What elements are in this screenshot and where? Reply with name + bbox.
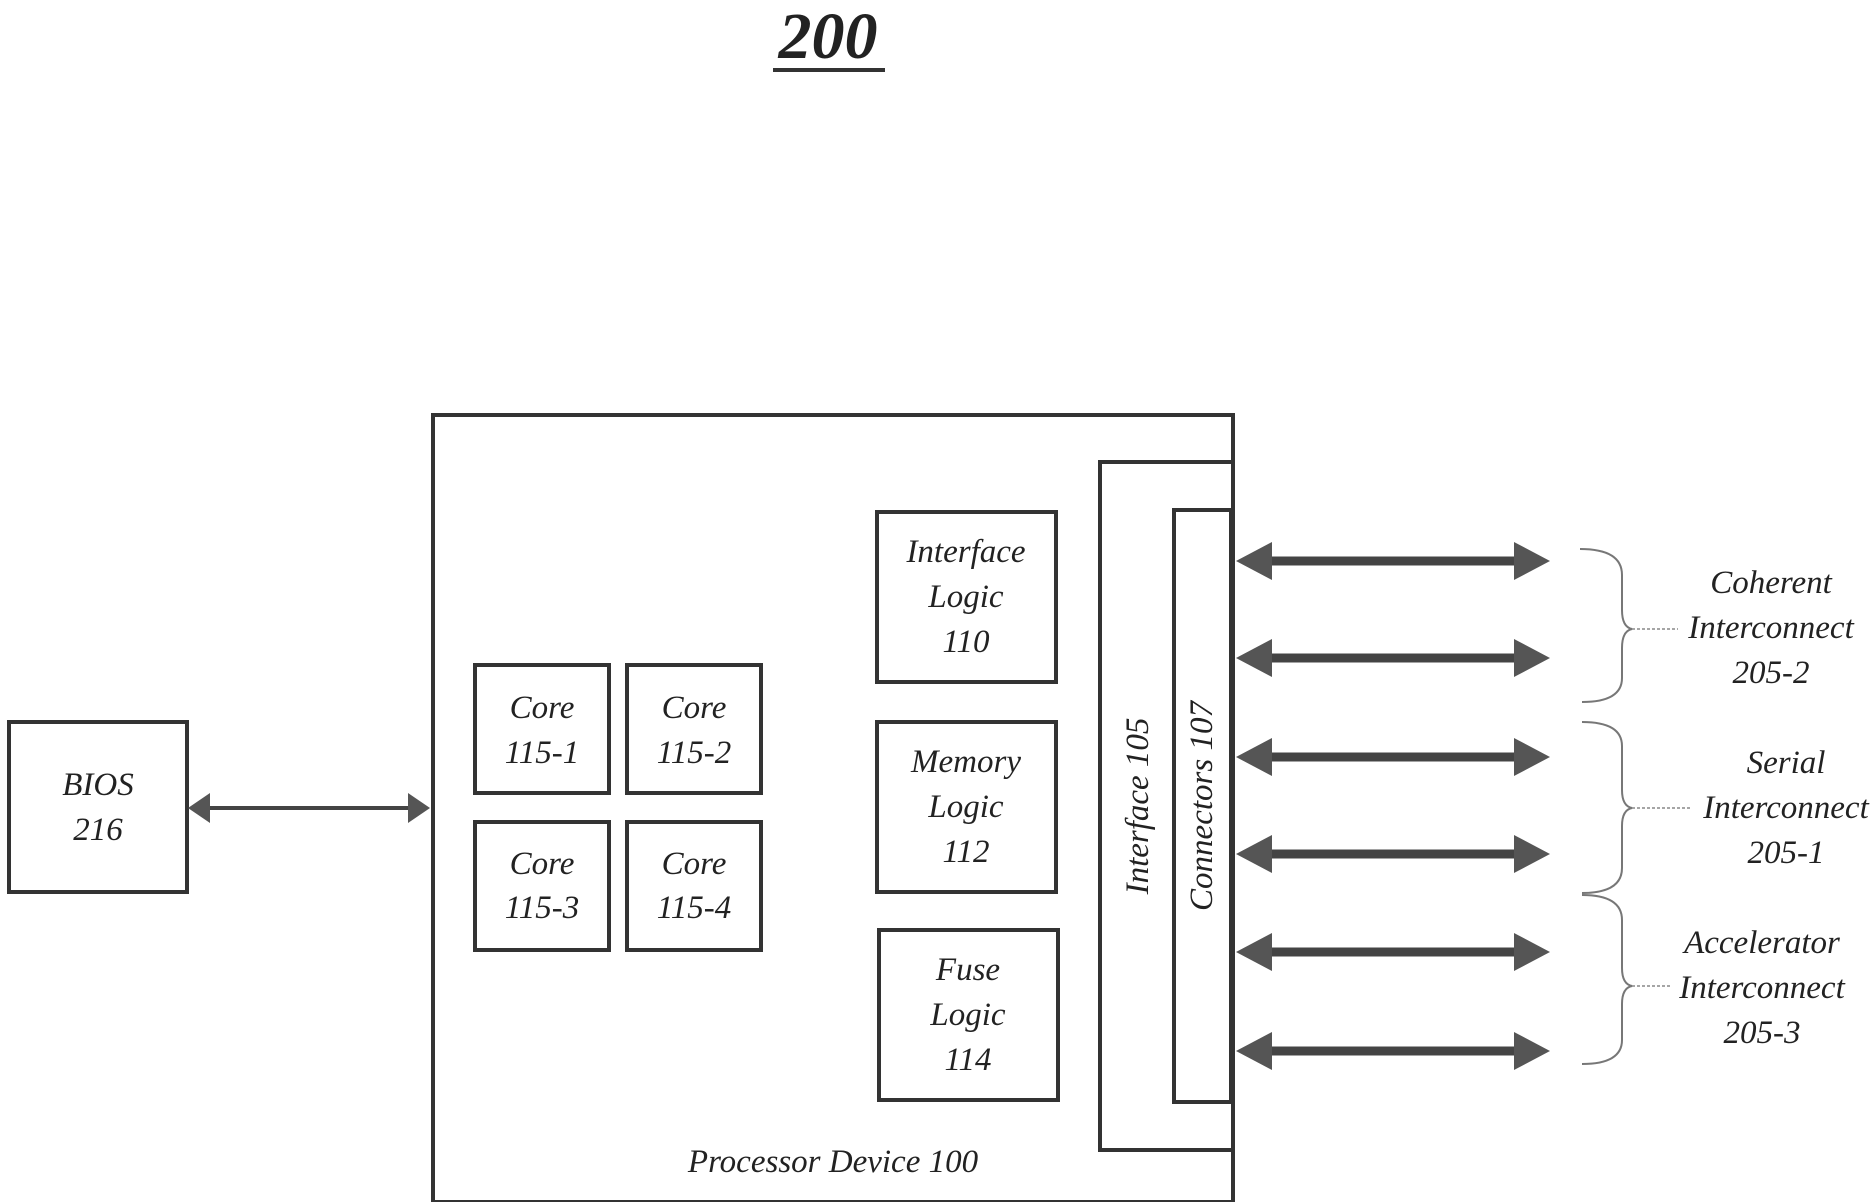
bios-label: BIOS <box>62 767 133 803</box>
svg-text:Serial: Serial <box>1747 745 1826 781</box>
svg-text:Core: Core <box>510 690 575 726</box>
processor-device-label: Processor Device 100 <box>687 1144 979 1180</box>
arrow-4 <box>1236 835 1550 873</box>
figure-number: 200 <box>778 0 878 73</box>
serial-interconnect-label: Serial Interconnect 205-1 <box>1702 745 1869 871</box>
svg-text:115-3: 115-3 <box>505 890 580 926</box>
svg-text:Interface: Interface <box>905 534 1025 570</box>
arrow-1 <box>1236 542 1550 580</box>
fuse-logic-box: Fuse Logic 114 <box>879 930 1058 1100</box>
accelerator-brace <box>1582 895 1670 1064</box>
svg-text:205-3: 205-3 <box>1724 1015 1801 1051</box>
svg-text:Fuse: Fuse <box>935 952 1000 988</box>
svg-text:115-1: 115-1 <box>505 735 580 771</box>
bios-processor-arrow <box>188 793 430 823</box>
arrow-6 <box>1236 1032 1550 1070</box>
svg-text:Memory: Memory <box>910 744 1021 780</box>
svg-text:Accelerator: Accelerator <box>1682 925 1840 961</box>
svg-text:Interconnect: Interconnect <box>1702 790 1869 826</box>
svg-text:205-2: 205-2 <box>1733 655 1810 691</box>
interface-logic-box: Interface Logic 110 <box>877 512 1056 682</box>
connectors-label: Connectors 107 <box>1184 700 1220 911</box>
svg-text:Core: Core <box>662 846 727 882</box>
coherent-interconnect-label: Coherent Interconnect 205-2 <box>1687 565 1854 691</box>
svg-text:Logic: Logic <box>927 789 1004 825</box>
bios-number: 216 <box>73 812 123 848</box>
svg-text:114: 114 <box>944 1042 991 1078</box>
serial-brace <box>1582 722 1690 893</box>
svg-text:Logic: Logic <box>929 997 1006 1033</box>
interconnect-arrows <box>1236 542 1550 1070</box>
svg-text:Interconnect: Interconnect <box>1687 610 1854 646</box>
svg-text:Core: Core <box>510 846 575 882</box>
core-box: Core 115-1 <box>475 665 609 793</box>
core-box: Core 115-3 <box>475 822 609 950</box>
svg-text:Core: Core <box>662 690 727 726</box>
svg-text:Interconnect: Interconnect <box>1678 970 1845 1006</box>
bios-box: BIOS 216 <box>9 722 187 892</box>
svg-text:115-2: 115-2 <box>657 735 732 771</box>
svg-text:205-1: 205-1 <box>1748 835 1825 871</box>
interface-label: Interface 105 <box>1120 718 1156 896</box>
accelerator-interconnect-label: Accelerator Interconnect 205-3 <box>1678 925 1845 1051</box>
coherent-brace <box>1580 549 1678 702</box>
arrow-2 <box>1236 639 1550 677</box>
svg-text:Coherent: Coherent <box>1710 565 1832 601</box>
core-box: Core 115-4 <box>627 822 761 950</box>
svg-text:115-4: 115-4 <box>657 890 732 926</box>
svg-text:110: 110 <box>942 624 990 660</box>
arrow-5 <box>1236 933 1550 971</box>
arrow-3 <box>1236 738 1550 776</box>
core-box: Core 115-2 <box>627 665 761 793</box>
processor-device-box: Processor Device 100 <box>433 415 1233 1202</box>
connectors-box: Connectors 107 <box>1174 510 1231 1102</box>
svg-text:112: 112 <box>942 834 989 870</box>
memory-logic-box: Memory Logic 112 <box>877 722 1056 892</box>
svg-text:Logic: Logic <box>927 579 1004 615</box>
